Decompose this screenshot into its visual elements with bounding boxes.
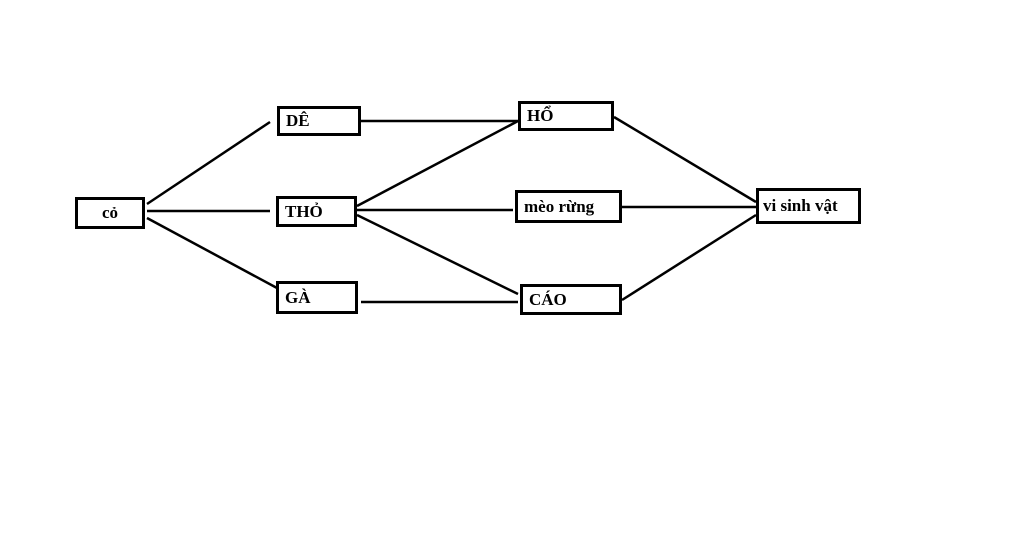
node-co: cỏ xyxy=(75,197,145,229)
node-de: DÊ xyxy=(277,106,361,136)
node-ga: GÀ xyxy=(276,281,358,314)
node-tho: THỎ xyxy=(276,196,357,227)
edge-co-ga xyxy=(146,216,278,290)
node-meo-rung: mèo rừng xyxy=(515,190,622,223)
edge-tho-ho xyxy=(356,119,519,208)
node-vi-sinh-vat: vi sinh vật xyxy=(756,188,861,224)
edge-co-de xyxy=(146,120,271,206)
node-ho: HỔ xyxy=(518,101,614,131)
edge-cao-vi-sinh-vat xyxy=(621,213,757,302)
node-cao: CÁO xyxy=(520,284,622,315)
edge-tho-cao xyxy=(356,213,519,296)
edge-ho-vi-sinh-vat xyxy=(613,115,757,204)
